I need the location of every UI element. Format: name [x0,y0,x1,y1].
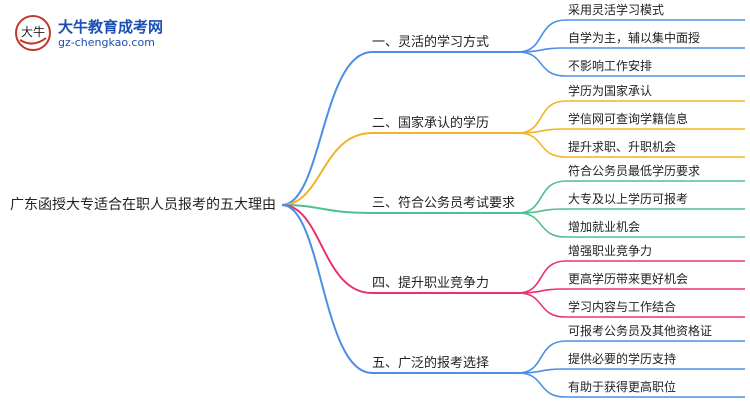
leaf-connector [517,292,567,318]
leaf-connector [517,180,567,214]
leaf-node-label: 符合公务员最低学历要求 [568,163,700,178]
leaf-node-label: 更高学历带来更好机会 [568,271,688,286]
leaf-node-label: 不影响工作安排 [568,58,652,73]
leaf-node-label: 自学为主，辅以集中面授 [568,30,700,45]
leaf-connector [517,372,567,398]
branch-connector [281,204,373,374]
logo-title: 大牛教育成考网 [58,18,164,36]
leaf-connector [517,100,567,134]
leaf-node-label: 提升求职、升职机会 [568,139,676,154]
leaf-node-label: 增加就业机会 [568,220,640,234]
leaf-node-label: 采用灵活学习模式 [568,2,664,17]
leaf-node-label: 学习内容与工作结合 [568,299,676,314]
root-node-label: 广东函授大专适合在职人员报考的五大理由 [10,197,276,213]
branch-connector [281,204,373,294]
mindmap-edges [281,19,745,398]
leaf-node-label: 学信网可查询学籍信息 [568,111,688,126]
logo-badge-icon: 大牛 [15,15,51,51]
branch-connector [281,204,373,214]
branch-node-label: 一、灵活的学习方式 [372,34,489,50]
leaf-connector [517,208,567,214]
branch-node-label: 五、广泛的报考选择 [372,355,489,371]
leaf-connector [517,212,567,238]
logo-url: gz-chengkao.com [58,36,155,49]
leaf-connector [517,368,567,374]
branch-node-label: 四、提升职业竞争力 [372,275,489,291]
leaf-connector [517,19,567,53]
leaf-node-label: 提供必要的学历支持 [568,351,676,366]
logo-badge-text: 大牛 [21,24,45,39]
leaf-connector [517,51,567,77]
branch-node-label: 二、国家承认的学历 [372,115,489,131]
branch-connector [281,132,373,206]
leaf-node-label: 大专及以上学历可报考 [568,191,688,206]
leaf-connector [517,47,567,53]
leaf-node-label: 增强职业竞争力 [568,244,652,258]
leaf-connector [517,128,567,134]
site-logo: 大牛 大牛教育成考网 gz-chengkao.com [14,14,214,54]
branch-node-label: 三、符合公务员考试要求 [372,195,515,211]
leaf-node-label: 有助于获得更高职位 [568,379,676,394]
leaf-node-label: 学历为国家承认 [568,83,652,98]
mindmap-nodes: 广东函授大专适合在职人员报考的五大理由 一、灵活的学习方式 采用灵活学习模式自学为… [10,2,712,394]
branch-connector [281,51,373,206]
leaf-connector [517,288,567,294]
leaf-node-label: 可报考公务员及其他资格证 [568,323,712,338]
leaf-connector [517,340,567,374]
leaf-connector [517,260,567,294]
leaf-connector [517,132,567,158]
